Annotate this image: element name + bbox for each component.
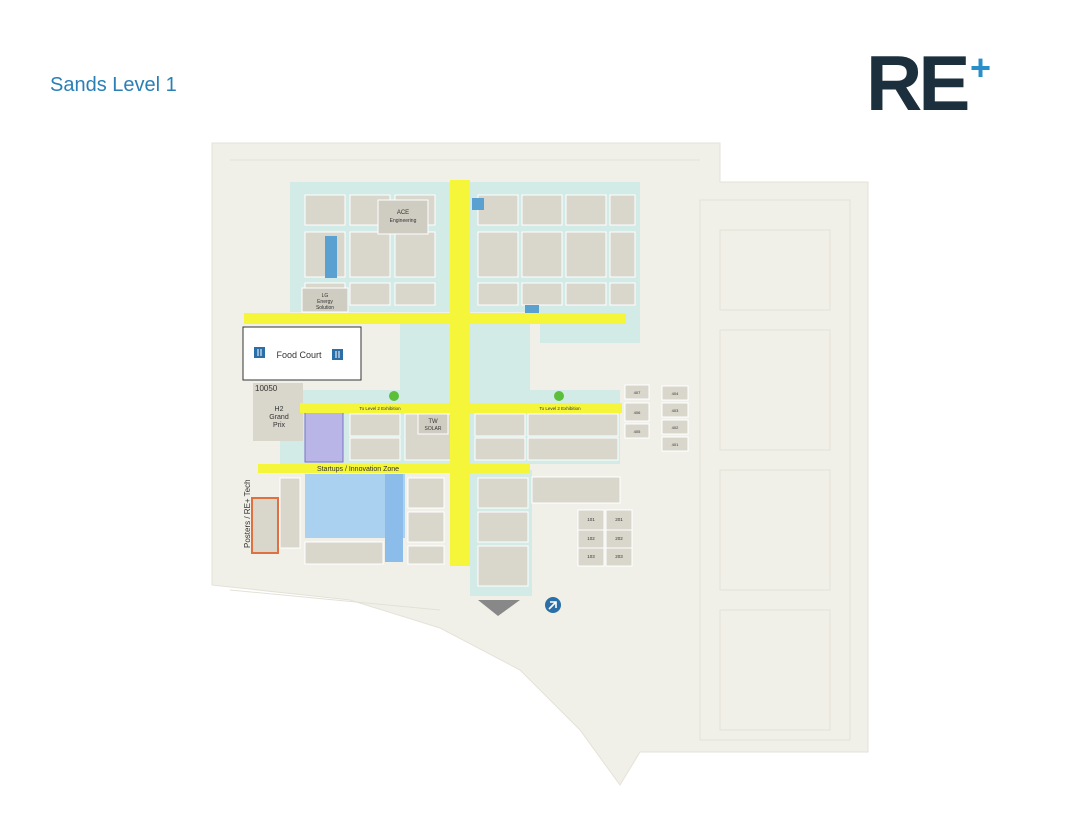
tw-label-2: SOLAR <box>425 426 442 432</box>
blue-booth-2 <box>472 198 484 210</box>
stairs-icon <box>389 391 399 401</box>
stairs-icon <box>554 391 564 401</box>
booth-404: 404 <box>672 391 679 396</box>
booths-grid <box>577 509 633 567</box>
booth-103: 103 <box>587 554 595 559</box>
re-plus-logo: RE + <box>866 46 991 118</box>
booth-406: 406 <box>634 410 641 415</box>
booth-402: 402 <box>672 425 679 430</box>
lg-label-3: Solution <box>316 305 334 311</box>
tw-label-1: TW <box>428 419 438 425</box>
tw-solar-booth <box>417 413 449 435</box>
booths-right-column <box>624 384 689 452</box>
ace-label-1: ACE <box>397 210 409 216</box>
booth-401: 401 <box>672 442 679 447</box>
aisle-bottom <box>258 464 530 473</box>
posters-zone <box>251 497 279 554</box>
utensils-icon <box>332 349 343 360</box>
h2-label-1: H2 <box>275 406 284 413</box>
blue-booth-1 <box>325 236 337 278</box>
to-level2-right: To Level 2 Exhibition <box>539 406 581 411</box>
food-court-label: Food Court <box>276 350 322 360</box>
booth-201: 201 <box>615 517 623 522</box>
booths-right-mid <box>531 476 621 504</box>
utensils-icon <box>254 347 265 358</box>
posters-label: Posters / RE+ Tech <box>243 479 252 548</box>
booths-center <box>349 413 619 461</box>
booth-203: 203 <box>615 554 623 559</box>
lg-booth <box>301 287 349 313</box>
lg-label-2: Energy <box>317 299 333 305</box>
entrance-marker <box>478 600 520 616</box>
page-title: Sands Level 1 <box>50 74 177 96</box>
logo-text: RE <box>866 46 967 118</box>
to-level2-left: To Level 2 Exhibition <box>359 406 401 411</box>
h2-grand-prix-area <box>253 383 303 441</box>
background-rooms <box>229 159 851 741</box>
aisle-top <box>244 313 626 324</box>
hall-number: 10050 <box>255 384 278 393</box>
ace-label-2: Engineering <box>390 218 417 224</box>
booth-202: 202 <box>615 536 623 541</box>
logo-plus: + <box>970 47 991 88</box>
startups-label: Startups / Innovation Zone <box>317 466 399 473</box>
purple-zone <box>304 411 344 463</box>
aisle-vertical <box>450 180 470 566</box>
booth-403: 403 <box>672 408 679 413</box>
entrance-arrow-icon <box>545 597 561 613</box>
aisle-middle <box>300 403 622 413</box>
booth-405: 405 <box>634 429 641 434</box>
booths-bottom <box>279 477 529 587</box>
ace-booth <box>377 199 429 235</box>
h2-label-2: Grand <box>269 414 289 421</box>
startup-strip <box>385 474 403 562</box>
booth-101: 101 <box>587 517 595 522</box>
booth-407: 407 <box>634 390 641 395</box>
booth-102: 102 <box>587 536 595 541</box>
lg-label-1: LG <box>322 293 329 299</box>
h2-label-3: Prix <box>273 422 286 429</box>
